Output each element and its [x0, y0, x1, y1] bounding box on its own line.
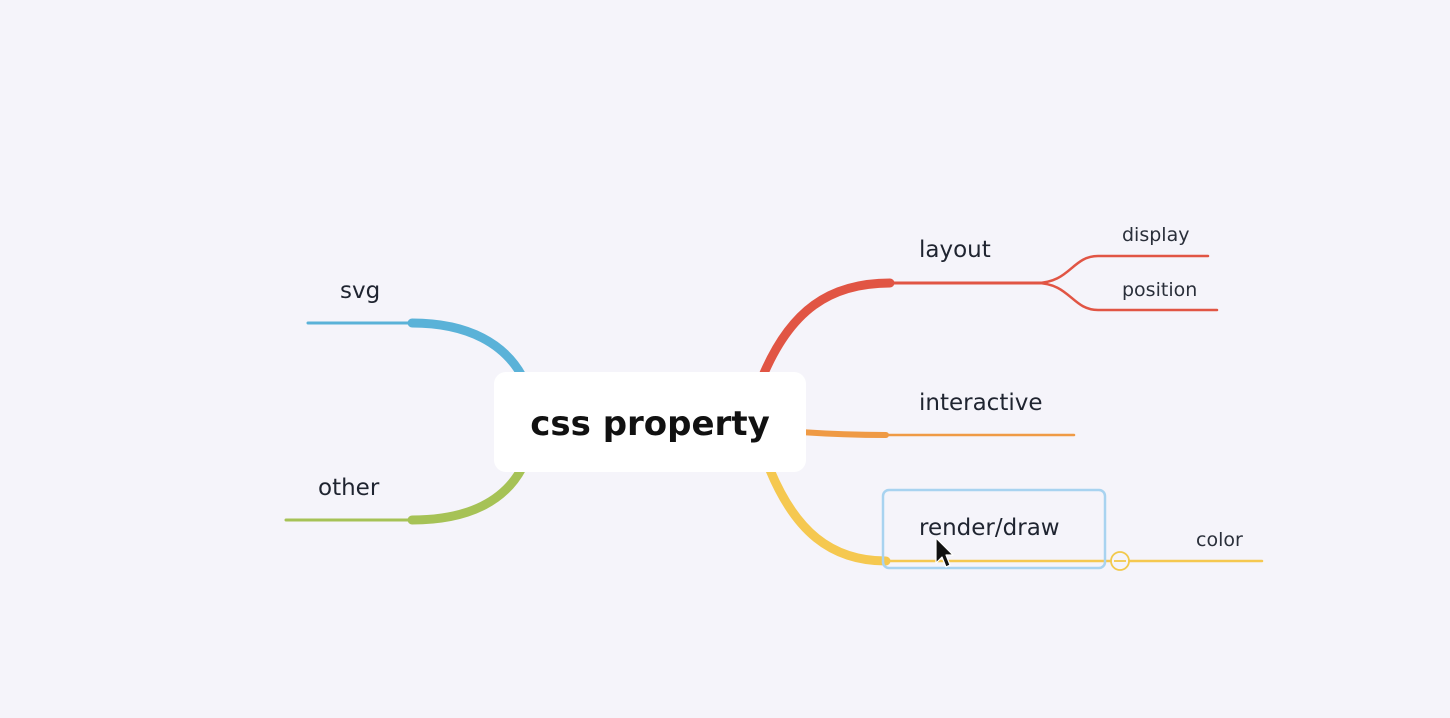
edge-display [1034, 254, 1210, 285]
node-position-label: position [1122, 279, 1197, 301]
edge-render [765, 465, 891, 566]
edge-layout [757, 278, 895, 383]
node-render-draw-label: render/draw [919, 515, 1060, 541]
node-display-label: display [1122, 224, 1189, 246]
node-layout-label: layout [919, 237, 991, 263]
edge-position [1034, 281, 1219, 312]
collapse-toggle-render[interactable] [1110, 551, 1130, 571]
edge-interactive [797, 429, 889, 438]
node-color-label: color [1196, 529, 1243, 551]
node-svg[interactable]: svg [332, 272, 392, 310]
node-other-label: other [318, 475, 380, 501]
node-color[interactable]: color [1190, 524, 1256, 556]
edge-svg [407, 318, 527, 381]
edge-other [407, 463, 527, 525]
node-interactive-label: interactive [919, 390, 1043, 416]
node-svg-label: svg [340, 278, 380, 304]
node-render-draw[interactable]: render/draw [881, 488, 1107, 570]
root-node-label: css property [530, 404, 770, 444]
root-node-box [494, 372, 806, 472]
arrow-pointer-icon [935, 537, 954, 568]
node-display[interactable]: display [1116, 218, 1200, 250]
node-position[interactable]: position [1116, 273, 1212, 305]
node-other[interactable]: other [310, 470, 390, 508]
node-layout[interactable]: layout [912, 228, 1002, 268]
node-interactive[interactable]: interactive [912, 384, 1052, 424]
root-node[interactable]: css property [494, 372, 806, 472]
branch-edges [284, 254, 1264, 566]
node-selection-box [881, 488, 1107, 570]
